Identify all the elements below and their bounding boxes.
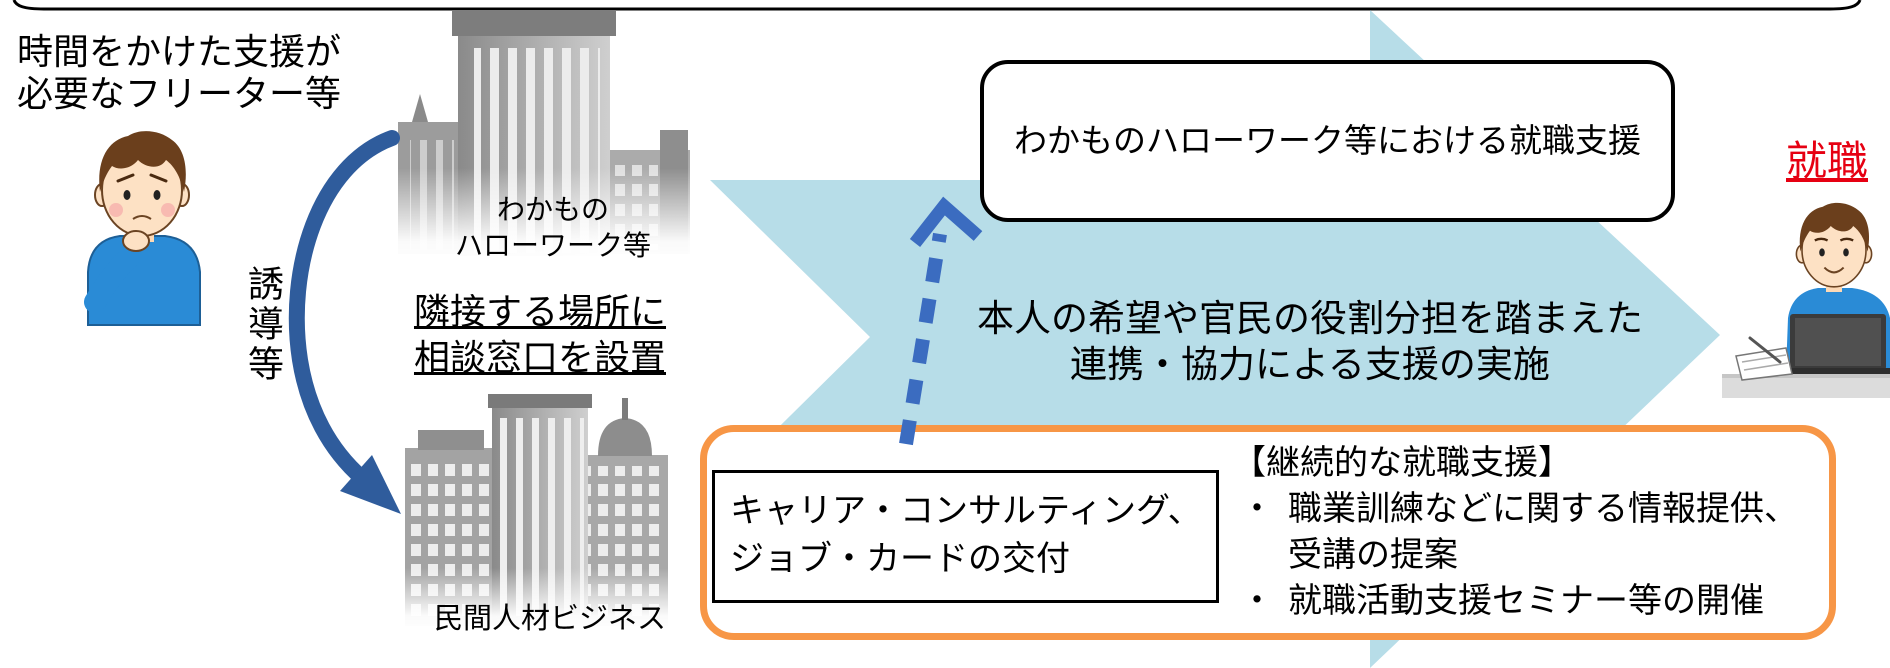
collaboration-text: 本人の希望や官民の役割分担を踏まえた 連携・協力による支援の実施 (955, 296, 1665, 388)
top-panel-border (12, 0, 1862, 11)
continuous-support-list: 【継続的な就職支援】 ・ 職業訓練などに関する情報提供、 受講の提案 ・ 就職活… (1232, 440, 1798, 624)
adjacent-note-line: 隣接する場所に (413, 292, 666, 333)
private-business-label: 民間人材ビジネス (433, 601, 666, 635)
city-buildings-icon (400, 394, 675, 632)
hellowork-support-box: わかものハローワーク等における就職支援 (980, 60, 1675, 222)
hellowork-label-line: わかもの (496, 193, 609, 226)
worried-person-icon (84, 131, 201, 326)
support-item: ・ 就職活動支援セミナー等の開催 (1232, 578, 1798, 624)
freeter-caption-line: 必要なフリーター等 (16, 74, 341, 115)
support-item-line: 受講の提案 (1288, 535, 1458, 575)
support-item: ・ 職業訓練などに関する情報提供、 受講の提案 (1232, 486, 1798, 578)
hellowork-support-text: わかものハローワーク等における就職支援 (1014, 121, 1641, 160)
career-consulting-box: キャリア・コンサルティング、 ジョブ・カードの交付 (712, 470, 1219, 603)
person-at-desk-icon (1722, 202, 1890, 398)
freeter-caption: 時間をかけた支援が 必要なフリーター等 (6, 32, 352, 116)
support-item-text: 職業訓練などに関する情報提供、 受講の提案 (1288, 486, 1798, 578)
support-item-text: 就職活動支援セミナー等の開催 (1288, 578, 1764, 624)
hellowork-label-line: ハローワーク等 (454, 229, 651, 262)
career-line: ジョブ・カードの交付 (730, 539, 1070, 579)
guidance-arrow (288, 130, 401, 514)
freeter-caption-line: 時間をかけた支援が (16, 32, 341, 73)
continuous-support-heading: 【継続的な就職支援】 (1232, 443, 1572, 483)
adjacent-counter-note: 隣接する場所に 相談窓口を設置 (403, 290, 677, 382)
hellowork-building-label: わかもの ハローワーク等 (450, 192, 656, 264)
career-line: キャリア・コンサルティング、 (730, 491, 1202, 531)
bullet: ・ (1240, 489, 1274, 529)
bullet: ・ (1240, 581, 1274, 621)
adjacent-note-line: 相談窓口を設置 (413, 338, 666, 379)
support-item-line: 職業訓練などに関する情報提供、 (1288, 489, 1798, 529)
guidance-label: 誘導等 (242, 265, 283, 385)
collaboration-line: 連携・協力による支援の実施 (1070, 343, 1550, 386)
outcome-label: 就職 (1786, 137, 1868, 185)
collaboration-line: 本人の希望や官民の役割分担を踏まえた (977, 297, 1643, 340)
support-item-line: 就職活動支援セミナー等の開催 (1288, 581, 1764, 621)
